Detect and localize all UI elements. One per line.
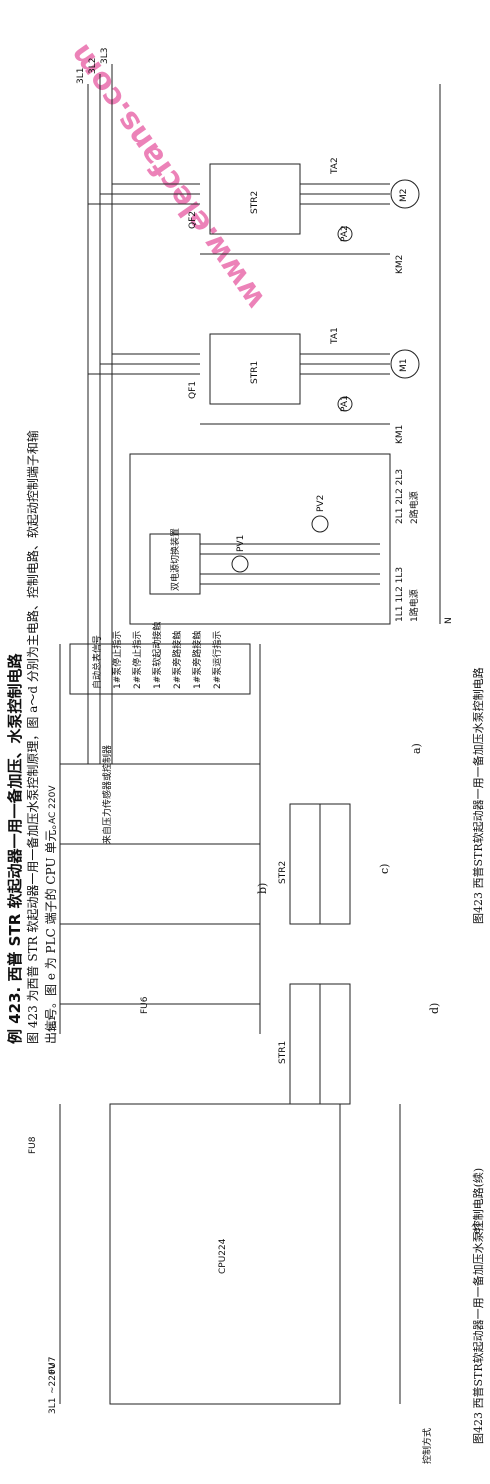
cpu-label: CPU224 [218, 1238, 228, 1274]
plc-fuse-out-label: FU8 [28, 1136, 38, 1155]
plc-supply-line: 3L1 [48, 1397, 58, 1414]
plc-supply-label: ~220V [48, 1363, 58, 1394]
plc-mode-label: 控制方式 [423, 1427, 433, 1464]
